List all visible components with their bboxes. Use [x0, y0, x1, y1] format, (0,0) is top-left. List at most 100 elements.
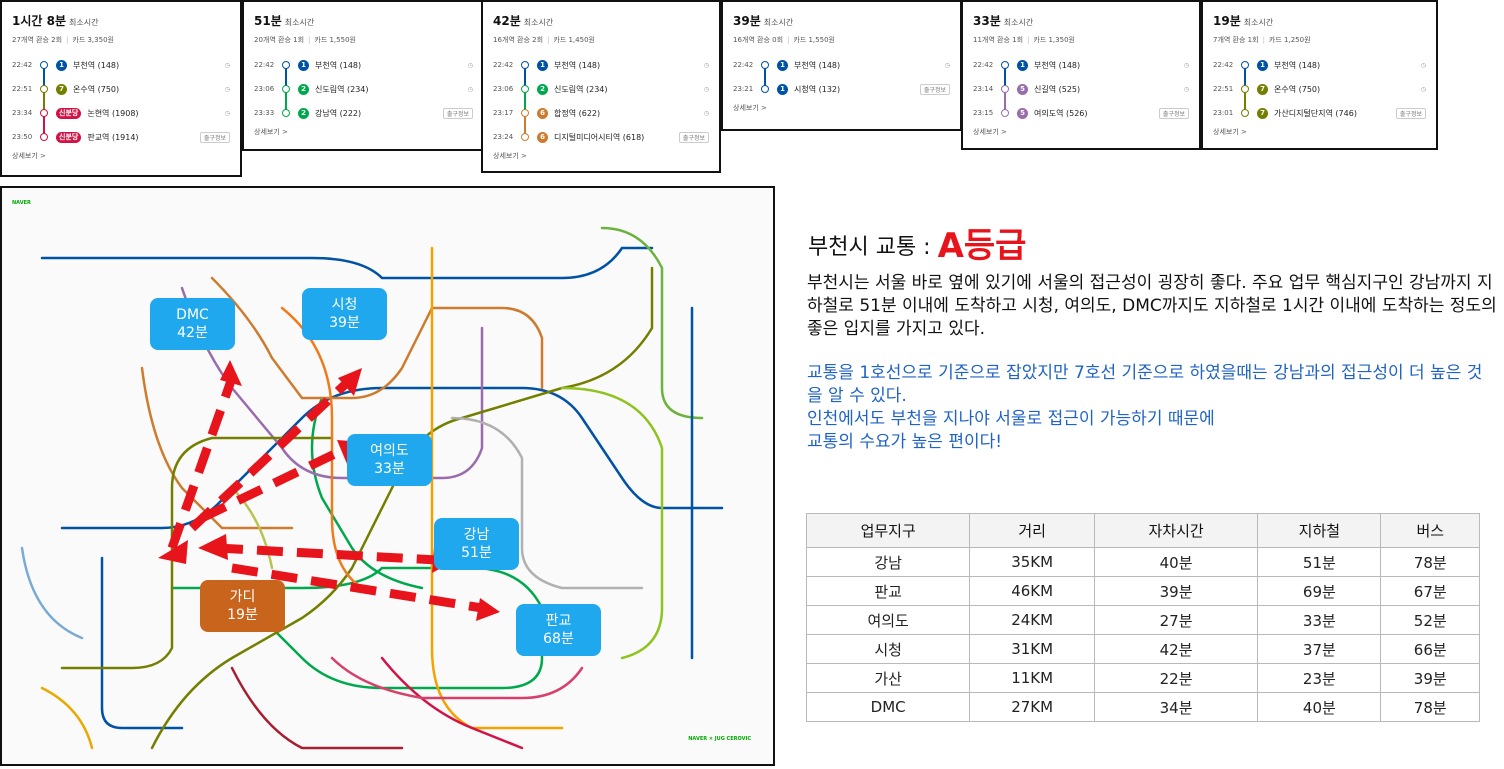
clock-icon: ◷ [1420, 85, 1426, 93]
destination-name: 여의도 [370, 443, 409, 459]
table-cell: 가산 [805, 663, 971, 693]
line-badge: 1 [537, 59, 548, 71]
route-line-segment [285, 89, 287, 113]
destination-time: 68분 [543, 631, 574, 647]
table-header: 업무지구 [805, 513, 971, 548]
detail-link[interactable]: 상세보기 > [1213, 128, 1247, 136]
destination-dmc: DMC 42분 [150, 298, 235, 350]
min-time-label: 최소시간 [523, 18, 554, 27]
table-cell: 66분 [1380, 634, 1480, 664]
route-line-segment [1004, 89, 1006, 113]
stations-transfers: 20개역 환승 1회 [254, 36, 305, 44]
stop-name: 신도림역 (234) [554, 84, 608, 94]
min-time-label: 최소시간 [284, 18, 315, 27]
stop-time: 23:24 [493, 133, 514, 141]
line-badge: 2 [537, 83, 548, 95]
meta-separator: | [1027, 36, 1030, 44]
duration-value: 19분 [1213, 14, 1241, 28]
stop-node [40, 61, 48, 69]
clock-icon: ◷ [1183, 61, 1189, 69]
stations-transfers: 27개역 환승 2회 [12, 36, 63, 44]
line-badge: 1 [1257, 59, 1268, 71]
line-badge: 5 [1017, 83, 1028, 95]
stop-node [761, 85, 769, 93]
table-cell: 51분 [1257, 547, 1382, 577]
note-line-2: 인천에서도 부천을 지나야 서울로 접근이 가능하기 때문에 [807, 409, 1215, 429]
table-cell: 52분 [1380, 605, 1480, 635]
stop-name: 합정역 (622) [554, 108, 601, 118]
min-time-label: 최소시간 [1243, 18, 1274, 27]
clock-icon: ◷ [224, 61, 230, 69]
stop-node [1241, 61, 1249, 69]
stations-transfers: 16개역 환승 2회 [493, 36, 544, 44]
duration-value: 33분 [973, 14, 1001, 28]
route-line-segment [764, 65, 766, 89]
stop-node [1001, 85, 1009, 93]
stations-transfers: 11개역 환승 1회 [973, 36, 1024, 44]
route-line-segment [1004, 65, 1006, 89]
table-cell: 46KM [969, 576, 1095, 606]
note-line-1: 교통을 1호선으로 기준으로 잡았지만 7호선 기준으로 하였을때는 강남과의 … [807, 363, 1483, 406]
exit-info-button[interactable]: 출구정보 [199, 131, 230, 143]
stop-time: 22:42 [493, 61, 514, 69]
table-header-row: 업무지구 거리 자차시간 지하철 버스 [805, 513, 1480, 548]
destination-name: 가디 [229, 589, 256, 605]
route-meta: 27개역 환승 2회|카드 3,350원 [12, 35, 230, 45]
description-paragraph: 부천시는 서울 바로 옆에 있기에 서울의 접근성이 굉장히 좋다. 주요 업무… [807, 273, 1497, 339]
line-badge: 5 [1017, 107, 1028, 119]
table-header: 자차시간 [1093, 513, 1259, 548]
table-cell: 시청 [805, 634, 971, 664]
line-badge: 7 [1257, 83, 1268, 95]
route-line-segment [43, 65, 45, 89]
exit-info-button[interactable]: 출구정보 [919, 83, 950, 95]
detail-link[interactable]: 상세보기 > [973, 128, 1007, 136]
detail-link[interactable]: 상세보기 > [12, 152, 46, 160]
table-cell: 여의도 [805, 605, 971, 635]
line-badge: 신분당 [56, 107, 82, 119]
stop-time: 23:17 [493, 109, 514, 117]
destination-time: 33분 [374, 461, 405, 477]
min-time-label: 최소시간 [69, 18, 99, 27]
table-cell: 24KM [969, 605, 1095, 635]
grade-label: A등급 [937, 226, 1027, 266]
stop-node [1241, 109, 1249, 117]
stop-name: 부천역 (148) [1034, 60, 1081, 70]
clock-icon: ◷ [703, 85, 709, 93]
stop-name: 신길역 (525) [1034, 84, 1081, 94]
detail-link[interactable]: 상세보기 > [493, 152, 527, 160]
stop-time: 23:06 [254, 85, 275, 93]
stop-time: 23:14 [973, 85, 994, 93]
table-cell: 34분 [1093, 692, 1259, 722]
exit-info-button[interactable]: 출구정보 [1158, 107, 1189, 119]
exit-info-button[interactable]: 출구정보 [1395, 107, 1426, 119]
destination-name: 시청 [331, 297, 358, 313]
stop-node [282, 61, 290, 69]
destination-gadi: 가디 19분 [200, 580, 285, 632]
detail-link[interactable]: 상세보기 > [733, 104, 767, 112]
meta-separator: | [1262, 36, 1265, 44]
stop-name: 판교역 (1914) [87, 132, 139, 142]
exit-info-button[interactable]: 출구정보 [678, 131, 709, 143]
exit-info-button[interactable]: 출구정보 [442, 107, 473, 119]
stop-name: 디지털미디어시티역 (618) [554, 132, 645, 142]
route-line-segment [1244, 65, 1246, 89]
stop-name: 부천역 (148) [554, 60, 601, 70]
detail-link[interactable]: 상세보기 > [254, 128, 288, 136]
stop-node [282, 85, 290, 93]
